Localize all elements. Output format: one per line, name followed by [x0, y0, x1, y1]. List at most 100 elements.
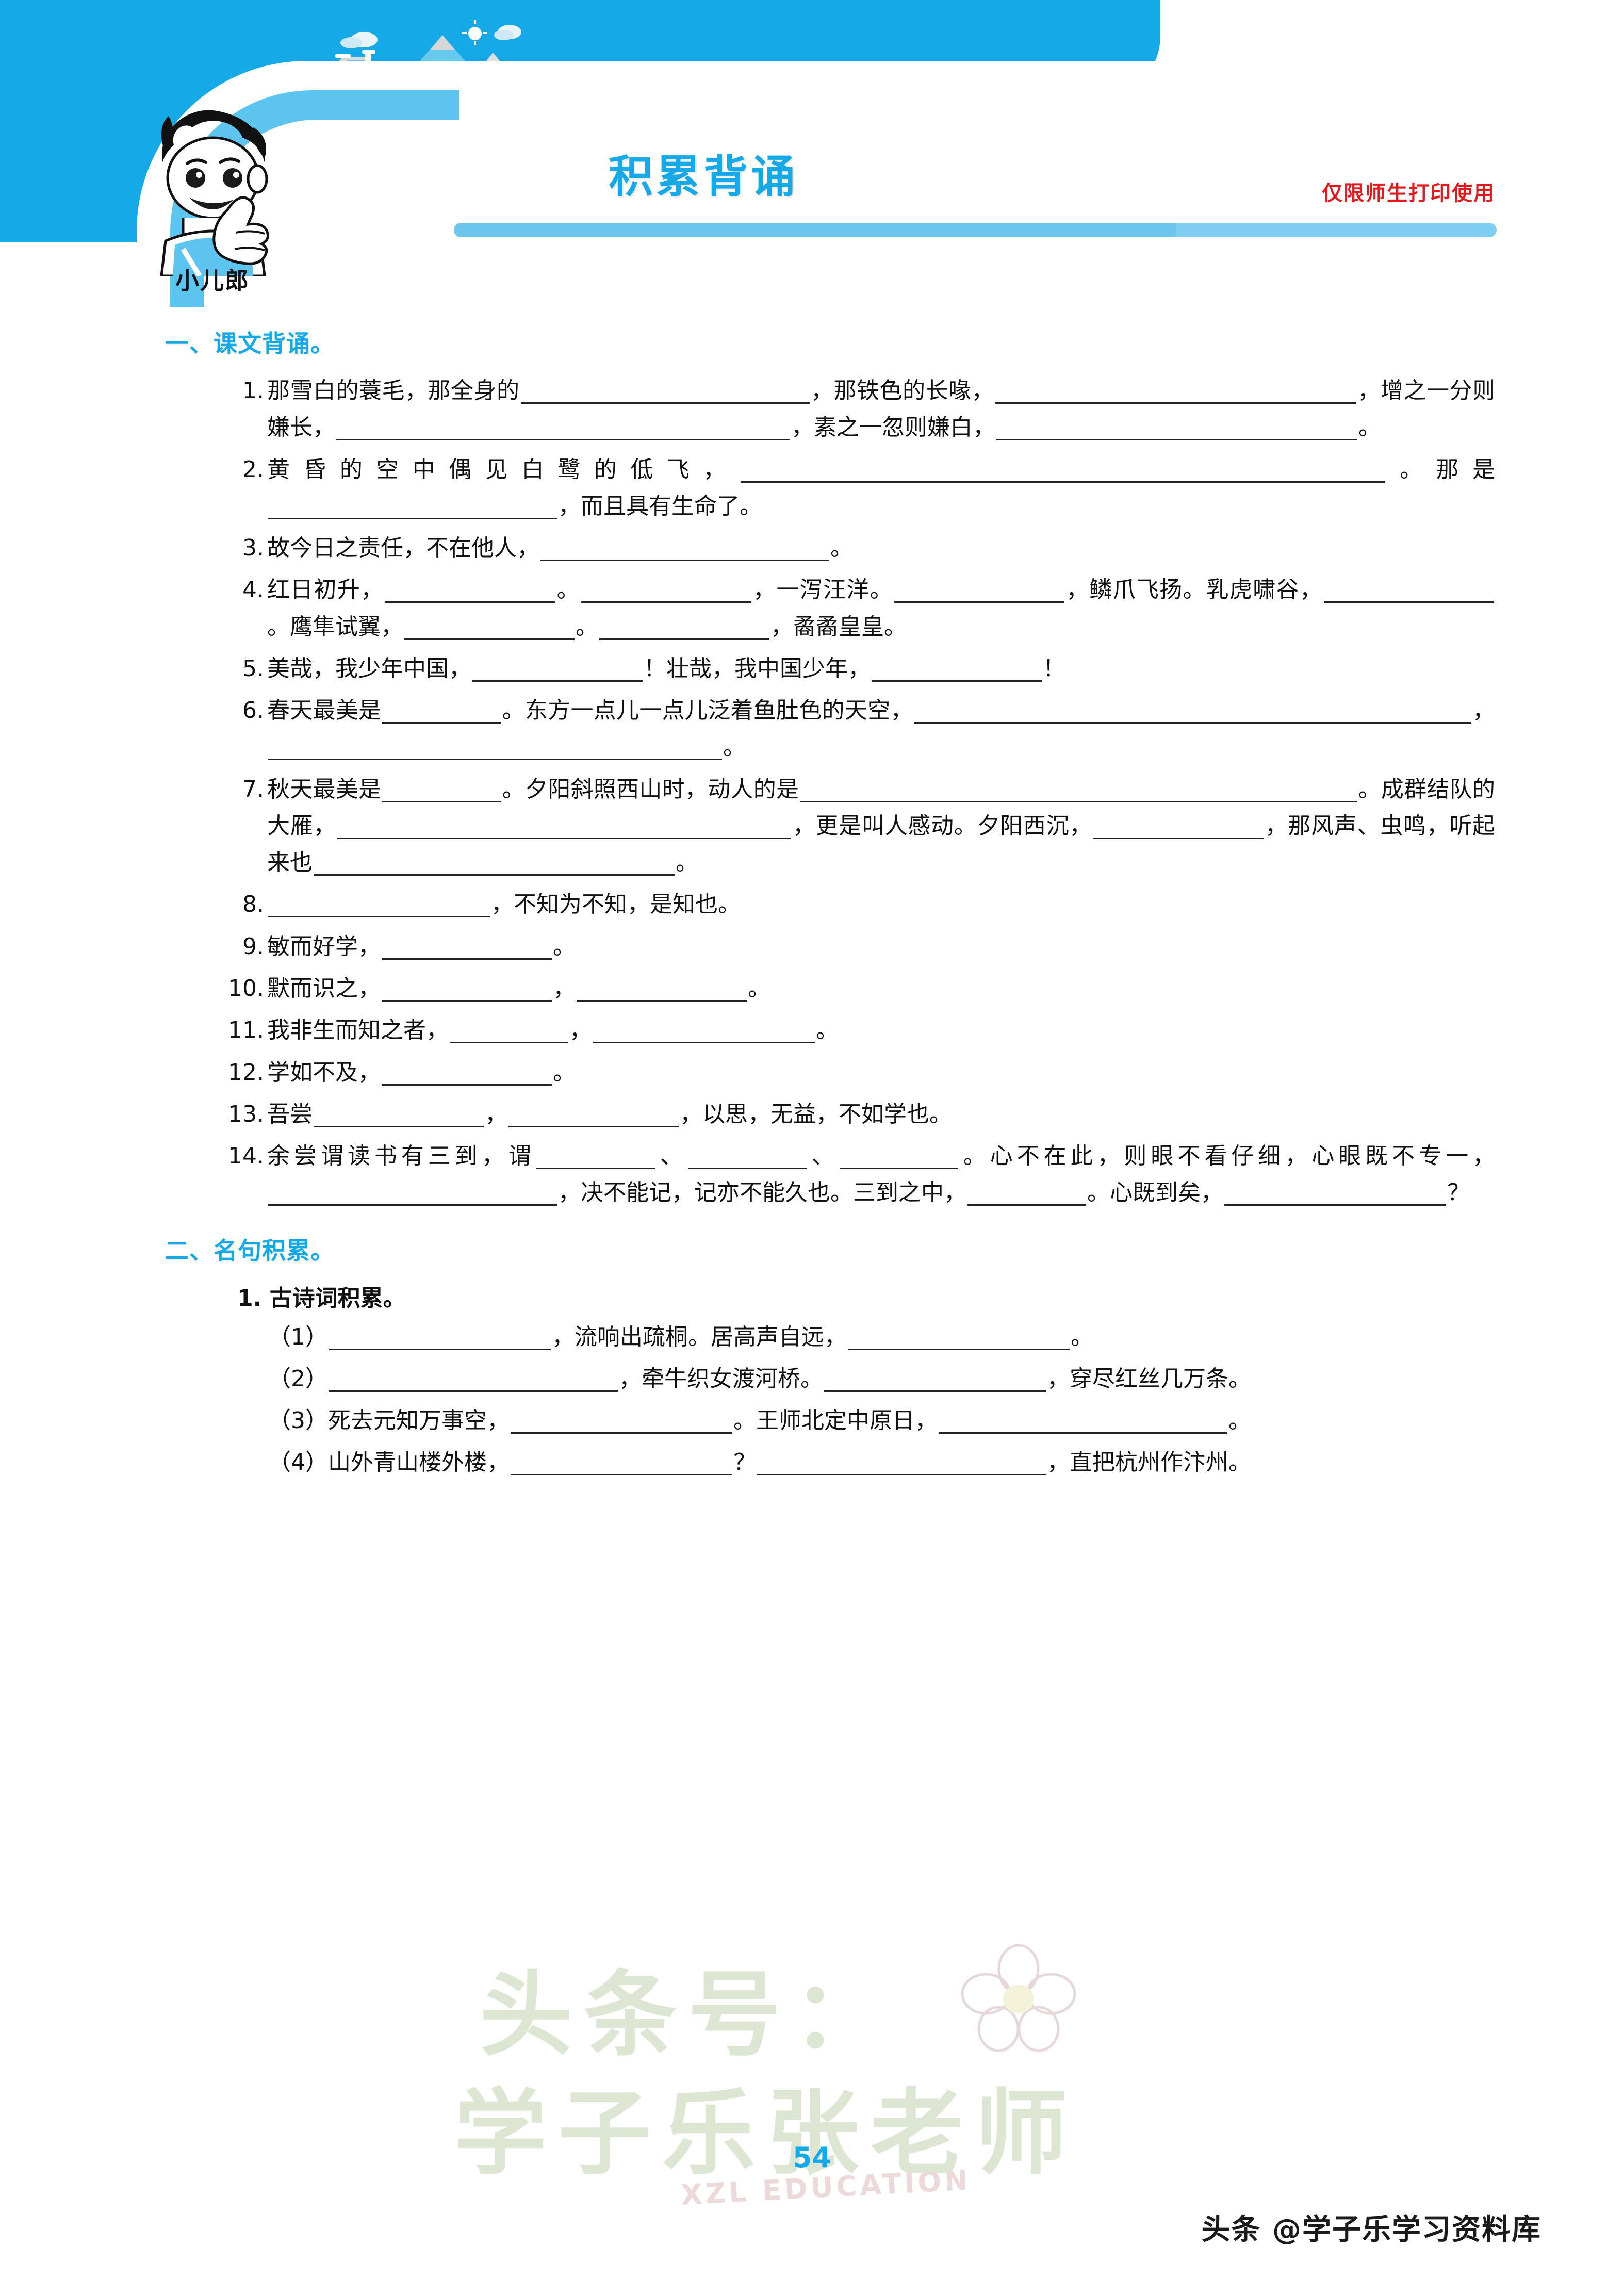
- answer-blank[interactable]: [520, 380, 810, 404]
- cloud-left-b-icon: [340, 37, 362, 48]
- question-item: 7.秋天最美是。夕阳斜照西山时，动人的是。成群结队的大雁，，更是叫人感动。夕阳西…: [222, 771, 1495, 881]
- answer-blank[interactable]: [268, 894, 490, 918]
- question-number: 6.: [242, 697, 264, 724]
- answer-blank[interactable]: [577, 978, 747, 1002]
- question-text: 美哉，我少年中国，: [267, 655, 471, 682]
- question-text: 山外青山楼外楼，: [328, 1449, 510, 1476]
- answer-blank[interactable]: [593, 1020, 815, 1044]
- question-item: （2），牵牛织女渡河桥。，穿尽红丝几万条。: [268, 1360, 1495, 1397]
- question-number: （3）: [268, 1407, 328, 1434]
- answer-blank[interactable]: [329, 1368, 618, 1392]
- header-underline-bar-accent: [454, 223, 1176, 237]
- question-text: 余尝谓读书有三到，谓: [267, 1143, 535, 1170]
- question-item: 5.美哉，我少年中国，！壮哉，我中国少年，！: [222, 650, 1495, 687]
- header-arch-mask: [459, 61, 1624, 319]
- subsection-heading: 1. 古诗词积累。: [237, 1285, 406, 1311]
- answer-blank[interactable]: [687, 1145, 807, 1170]
- answer-blank[interactable]: [824, 1368, 1046, 1392]
- answer-blank[interactable]: [450, 1020, 568, 1044]
- answer-blank[interactable]: [336, 417, 790, 441]
- answer-blank[interactable]: [382, 936, 552, 960]
- answer-blank[interactable]: [939, 1410, 1227, 1434]
- answer-blank[interactable]: [337, 815, 792, 839]
- answer-blank[interactable]: [914, 700, 1471, 724]
- answer-blank[interactable]: [472, 658, 643, 682]
- question-text: 学如不及，: [267, 1059, 381, 1086]
- question-number: 9.: [242, 933, 264, 960]
- answer-blank[interactable]: [1224, 1182, 1446, 1206]
- question-text: 。: [1358, 414, 1381, 441]
- sun-icon: [468, 27, 482, 40]
- answer-blank[interactable]: [329, 1326, 551, 1350]
- question-number: 14.: [228, 1143, 264, 1170]
- question-item: 9.敏而好学，。: [222, 928, 1495, 965]
- page-title: 积累背诵: [609, 151, 798, 203]
- section-heading: 二、名句积累。: [165, 1236, 335, 1265]
- answer-blank[interactable]: [314, 1104, 484, 1127]
- answer-blank[interactable]: [848, 1326, 1070, 1350]
- question-text: ！: [1043, 655, 1065, 682]
- answer-blank[interactable]: [404, 616, 575, 640]
- question-number: 8.: [242, 891, 264, 918]
- answer-blank[interactable]: [540, 537, 829, 562]
- answer-blank[interactable]: [894, 579, 1064, 603]
- question-number: （1）: [268, 1323, 328, 1350]
- answer-blank[interactable]: [1093, 815, 1264, 839]
- watermark-line-1: 头条号：: [480, 1961, 897, 2069]
- question-number: 1.: [242, 378, 264, 404]
- question-text: 死去元知万事空，: [328, 1407, 510, 1434]
- question-text: ，那风声、虫鸣，听起来也: [267, 812, 1496, 876]
- question-text: ，而且具有生命了。: [558, 493, 762, 519]
- print-restriction-note: 仅限师生打印使用: [1322, 182, 1495, 205]
- answer-blank[interactable]: [382, 978, 552, 1002]
- answer-blank[interactable]: [996, 417, 1357, 441]
- answer-blank[interactable]: [314, 852, 675, 876]
- footer-credit: 头条 @学子乐学习资料库: [1201, 2213, 1541, 2247]
- answer-blank[interactable]: [581, 579, 751, 603]
- question-text: ？: [733, 1449, 756, 1476]
- sun-ray-icon: [462, 32, 467, 34]
- question-number: 3.: [242, 535, 264, 562]
- question-item: 12.学如不及，。: [222, 1054, 1495, 1091]
- page-number: 54: [792, 2141, 832, 2174]
- answer-blank[interactable]: [382, 778, 501, 802]
- answer-blank[interactable]: [839, 1145, 958, 1170]
- question-text: ，矞矞皇皇。: [770, 613, 907, 640]
- answer-blank[interactable]: [511, 1452, 732, 1476]
- answer-blank[interactable]: [511, 1410, 732, 1434]
- answer-blank[interactable]: [508, 1104, 679, 1127]
- question-text: 。: [748, 975, 770, 1002]
- answer-blank[interactable]: [268, 1182, 557, 1206]
- question-text: ！壮哉，我中国少年，: [644, 655, 871, 682]
- answer-blank[interactable]: [385, 579, 555, 603]
- question-text: 。: [676, 849, 698, 876]
- question-number: （2）: [268, 1365, 328, 1392]
- answer-blank[interactable]: [268, 736, 722, 761]
- question-item: （4）山外青山楼外楼，？，直把杭州作汴州。: [268, 1444, 1495, 1481]
- question-text: ，素之一忽则嫌白，: [791, 414, 995, 441]
- question-item: 14.余尝谓读书有三到，谓、、。心不在此，则眼不看仔细，心眼既不专一，，决不能记…: [222, 1138, 1495, 1211]
- question-text: ，决不能记，记亦不能久也。三到之中，: [558, 1179, 966, 1206]
- question-number: 13.: [228, 1101, 264, 1127]
- question-text: 。: [830, 535, 853, 562]
- answer-blank[interactable]: [967, 1182, 1086, 1206]
- sun-ray-icon: [483, 32, 487, 34]
- answer-blank[interactable]: [740, 458, 1385, 483]
- answer-blank[interactable]: [599, 616, 769, 640]
- answer-blank[interactable]: [1324, 579, 1495, 603]
- answer-blank[interactable]: [536, 1145, 655, 1170]
- question-item: 1.那雪白的蓑毛，那全身的，那铁色的长喙，，增之一分则嫌长，，素之一忽则嫌白，。: [222, 372, 1495, 446]
- answer-blank[interactable]: [757, 1452, 1046, 1476]
- answer-blank[interactable]: [268, 496, 557, 519]
- answer-blank[interactable]: [872, 658, 1042, 682]
- question-text: 、: [807, 1143, 839, 1170]
- answer-blank[interactable]: [382, 700, 501, 724]
- answer-blank[interactable]: [800, 778, 1357, 802]
- answer-blank[interactable]: [995, 380, 1356, 404]
- question-text: 那雪白的蓑毛，那全身的: [267, 378, 520, 404]
- question-text: ，流响出疏桐。居高声自远，: [552, 1323, 847, 1350]
- question-text: 故今日之责任，不在他人，: [267, 535, 539, 562]
- question-text: ，: [569, 1017, 592, 1044]
- answer-blank[interactable]: [382, 1061, 552, 1086]
